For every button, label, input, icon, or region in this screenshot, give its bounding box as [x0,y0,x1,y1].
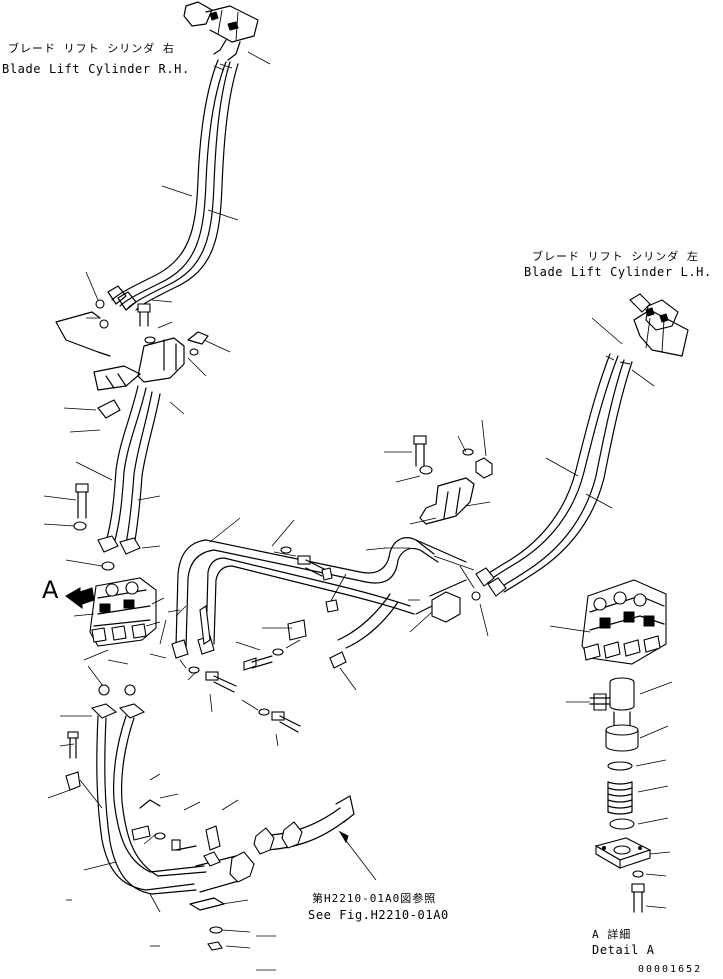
lh-cylinder-label-en: Blade Lift Cylinder L.H. [524,265,712,279]
rh-lower-pipes [97,385,161,555]
detail-a-flange [594,837,652,869]
view-marker-a: A [42,576,59,604]
document-number: 00001652 [638,964,702,974]
control-valve [89,577,157,647]
rh-hose-pair [107,59,239,311]
lh-cylinder-label-jp: ブレード リフト シリンダ 左 [532,249,699,263]
detail-a-label-en: Detail A [592,943,655,957]
detail-a-spring [607,781,633,815]
rh-cylinder-label-en: Blade Lift Cylinder R.H. [2,62,190,76]
bolt-set-left [73,483,115,571]
rh-cylinder-label-jp: ブレード リフト シリンダ 右 [8,41,175,55]
detail-a-spring-cap [589,693,611,711]
rh-cylinder-end [183,1,259,61]
lower-pipe-run [90,703,255,895]
detail-a-label-jp: A 詳細 [592,927,631,941]
lh-cylinder-end [629,293,689,357]
reference-figure-label-jp: 第H2210-01A0図参照 [312,891,436,905]
rh-clamp-bracket [55,299,209,419]
detail-a-plunger [605,677,639,752]
lh-hose-pair [475,353,633,597]
reference-figure-label-en: See Fig.H2210-01A0 [308,908,449,922]
view-a-arrow [65,587,95,609]
lh-bracket [413,435,493,525]
mid-pipe-run [171,537,461,659]
reference-hose [253,795,377,881]
detail-a-valve [581,579,667,665]
